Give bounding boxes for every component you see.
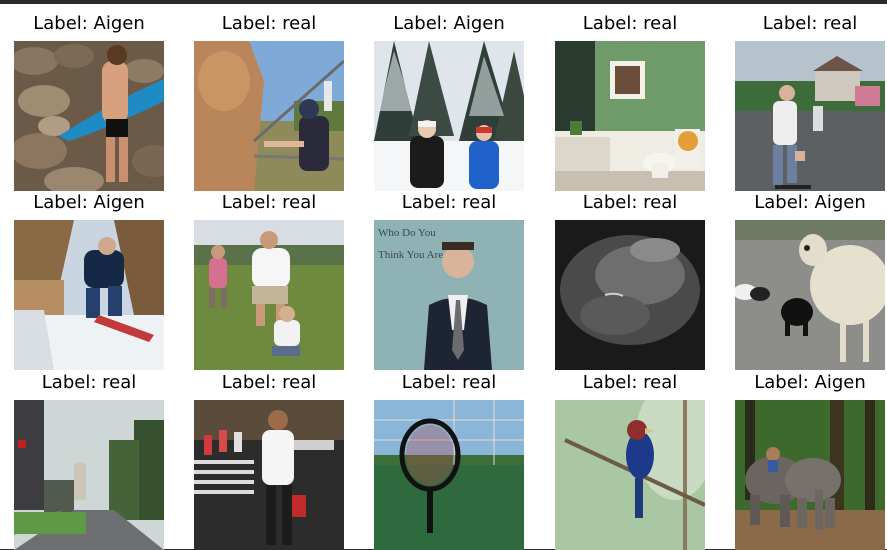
cell-label: Label: Aigen <box>754 192 866 213</box>
cell-label: Label: real <box>582 372 678 393</box>
cell-label: Label: real <box>582 192 678 213</box>
thumbnail-image <box>735 220 885 370</box>
image-grid-figure: Label: Aigen Label: real <box>0 4 887 550</box>
cell-label: Label: real <box>401 372 497 393</box>
cell-label: Label: real <box>41 372 137 393</box>
cell-label: Label: Aigen <box>754 372 866 393</box>
cell-label: Label: Aigen <box>33 192 145 213</box>
thumbnail-image <box>555 220 705 370</box>
thumbnail-image <box>194 400 344 550</box>
thumbnail-image <box>555 41 705 191</box>
thumbnail-image <box>555 400 705 550</box>
overlay-text-line-2: Think You Are <box>378 249 443 261</box>
thumbnail-image <box>374 41 524 191</box>
cell-label: Label: real <box>401 192 497 213</box>
cell-label: Label: real <box>762 13 858 34</box>
cell-label: Label: real <box>582 13 678 34</box>
thumbnail-image: Who Do You Think You Are <box>374 220 524 370</box>
cell-label: Label: Aigen <box>393 13 505 34</box>
thumbnail-image <box>14 400 164 550</box>
thumbnail-image <box>194 220 344 370</box>
thumbnail-image <box>194 41 344 191</box>
cell-label: Label: real <box>221 13 317 34</box>
cell-label: Label: Aigen <box>33 13 145 34</box>
overlay-text-line-1: Who Do You <box>378 227 436 239</box>
thumbnail-image <box>735 400 885 550</box>
cell-label: Label: real <box>221 372 317 393</box>
cell-label: Label: real <box>221 192 317 213</box>
thumbnail-image <box>14 220 164 370</box>
thumbnail-image <box>374 400 524 550</box>
thumbnail-image <box>14 41 164 191</box>
thumbnail-image <box>735 41 885 191</box>
